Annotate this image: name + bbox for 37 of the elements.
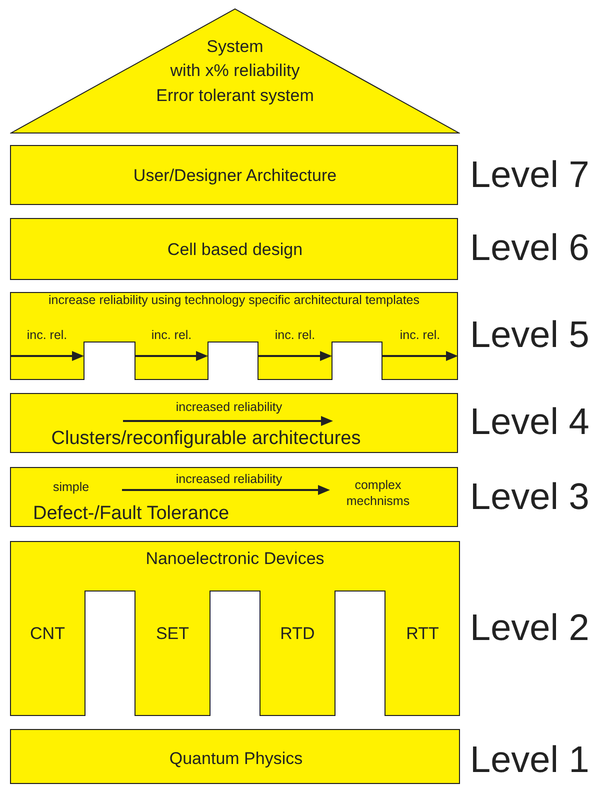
arrow-label: inc. rel. xyxy=(274,328,316,344)
level-label: Level 4 xyxy=(470,403,590,440)
arrow-label: increased reliability xyxy=(176,400,282,416)
roof-text: with x% reliability xyxy=(170,60,300,82)
level-box xyxy=(10,729,460,784)
roof-text: Error tolerant system xyxy=(156,85,314,106)
level-box xyxy=(10,541,460,716)
level-box xyxy=(10,218,458,280)
arrow-label: simple xyxy=(52,480,90,496)
level-box xyxy=(10,145,458,205)
roof-text: System xyxy=(206,36,264,58)
level-title: Cell based design xyxy=(167,239,303,260)
arrow-label: complex mechnisms xyxy=(345,478,411,510)
arrow-label: increased reliability xyxy=(176,472,282,488)
level-label: Level 5 xyxy=(470,316,590,353)
level-label: Level 3 xyxy=(470,478,590,515)
arrow-label: inc. rel. xyxy=(26,328,68,344)
device-label: CNT xyxy=(30,623,65,644)
level-title: Clusters/reconfigurable architectures xyxy=(51,427,361,451)
level-box xyxy=(10,467,458,527)
level-box xyxy=(10,393,458,453)
arrow-label: inc. rel. xyxy=(151,328,192,344)
level-label: Level 7 xyxy=(470,156,590,193)
roof-triangle xyxy=(10,8,460,134)
device-label: SET xyxy=(156,623,190,644)
level-box xyxy=(10,292,458,380)
device-label: RTD xyxy=(280,623,315,644)
level-title: increase reliability using technology specific architectural templates xyxy=(48,293,420,309)
level-label: Level 2 xyxy=(470,609,590,646)
level-title: Defect-/Fault Tolerance xyxy=(33,502,230,526)
level-label: Level 1 xyxy=(470,741,590,778)
level-title: Quantum Physics xyxy=(169,748,303,770)
level-title: Nanoelectronic Devices xyxy=(146,548,324,570)
arrow-label: inc. rel. xyxy=(400,328,440,344)
device-label: RTT xyxy=(406,623,439,644)
level-label: Level 6 xyxy=(470,229,590,266)
level-title: User/Designer Architecture xyxy=(133,165,337,186)
